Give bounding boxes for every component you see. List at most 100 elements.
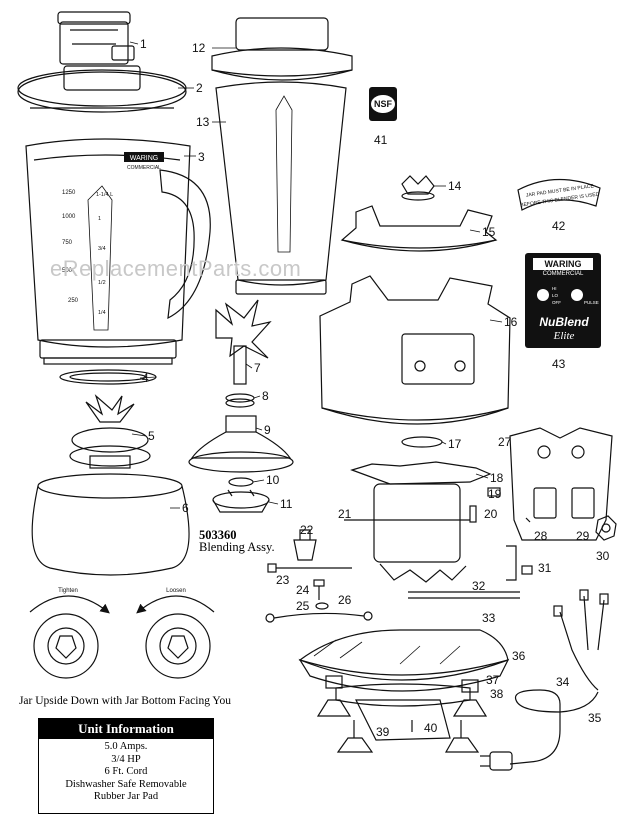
- part-9-bearing-housing: [188, 415, 294, 473]
- jar-markings: WARING COMMERCIAL 1250 1000 750 500 250 …: [62, 152, 164, 316]
- unit-line-dishwasher: Dishwasher Safe Removable: [65, 778, 187, 790]
- part-26-lead-wire: [265, 611, 373, 623]
- grad-l-1: 1-1/4 L: [96, 192, 113, 198]
- part-43-nameplate: WARING COMMERCIAL HI LO OFF PULSE NuBlen…: [525, 253, 601, 348]
- plate-brand-sub: COMMERCIAL: [542, 271, 584, 277]
- grad-ml-3: 750: [62, 240, 73, 246]
- part-labels: 1 2 3 4 5 6 7 8 9 10 11 12 13 14 15 16 1…: [140, 37, 610, 739]
- label-9: 9: [264, 423, 271, 437]
- part-2-lid: [17, 65, 187, 113]
- unit-information-box: Unit Information 5.0 Amps. 3/4 HP 6 Ft. …: [38, 718, 214, 814]
- loosen-label: Loosen: [166, 588, 186, 594]
- plate-brand: WARING: [533, 258, 593, 270]
- direction-words: Tighten Loosen: [58, 588, 186, 594]
- assembly-number: 503360: [199, 528, 237, 542]
- part-24-screw: [313, 579, 325, 600]
- grad-ml-1: 1250: [62, 190, 76, 196]
- loosen-diagram: [136, 595, 215, 679]
- jar-brand: WARING: [130, 155, 159, 162]
- part-22-wire-nut: [293, 529, 317, 561]
- label-3: 3: [198, 150, 205, 164]
- part-13-container: [215, 81, 347, 295]
- tighten-diagram: [29, 595, 110, 679]
- label-15: 15: [482, 225, 496, 239]
- part-10-washer: [228, 477, 254, 487]
- label-38: 38: [490, 687, 504, 701]
- jar-bottom-caption: Jar Upside Down with Jar Bottom Facing Y…: [18, 695, 232, 707]
- part-30-nut: [595, 515, 617, 541]
- part-36-base: [298, 629, 510, 692]
- label-2: 2: [196, 81, 203, 95]
- label-21: 21: [338, 507, 352, 521]
- plate-label-hi: HI: [552, 286, 557, 291]
- label-13: 13: [196, 115, 210, 129]
- part-17-washer: [401, 436, 443, 448]
- part-25-washer: [315, 602, 329, 610]
- part-27-switch-bracket: [509, 427, 613, 541]
- unit-line-amps: 5.0 Amps.: [104, 741, 148, 752]
- label-39: 39: [376, 725, 390, 739]
- plate-button-left-icon: [537, 289, 549, 301]
- nsf-text: NSF: [371, 95, 395, 113]
- grad-l-4: 1/2: [98, 280, 106, 286]
- unit-line-cord: 6 Ft. Cord: [104, 766, 148, 777]
- assembly-label: 503360 Blending Assy.: [199, 528, 275, 554]
- label-22: 22: [300, 523, 314, 537]
- label-23: 23: [276, 573, 290, 587]
- label-7: 7: [254, 361, 261, 375]
- part-23-cable-tie: [267, 563, 352, 573]
- part-34-wire-set: [553, 589, 609, 691]
- label-29: 29: [576, 529, 590, 543]
- part-12-container-lid: [211, 17, 353, 81]
- part-14-coupling: [401, 175, 435, 201]
- label-25: 25: [296, 599, 310, 613]
- unit-line-hp: 3/4 HP: [111, 753, 141, 765]
- part-37-40-feet-plate: [316, 675, 488, 753]
- part-6-jar-pad: [31, 473, 190, 576]
- label-10: 10: [266, 473, 280, 487]
- label-43: 43: [552, 357, 566, 371]
- part-16-motor-housing: [319, 275, 511, 425]
- plate-button-right-icon: [571, 289, 583, 301]
- label-19: 19: [488, 487, 502, 501]
- label-31: 31: [538, 561, 552, 575]
- label-8: 8: [262, 389, 269, 403]
- part-41-nsf-badge: NSF: [369, 87, 397, 121]
- unit-line-pad: Rubber Jar Pad: [93, 791, 159, 802]
- label-28: 28: [534, 529, 548, 543]
- label-11: 11: [280, 497, 293, 511]
- label-41: 41: [374, 133, 388, 147]
- part-15-motor-pad: [340, 205, 498, 252]
- label-26: 26: [338, 593, 352, 607]
- grad-ml-4: 500: [62, 268, 73, 274]
- part-31-jumper-wire: [506, 545, 533, 581]
- notice-text: JAR PAD MUST BE IN PLACE BEFORE THIS BLE…: [520, 183, 600, 208]
- grad-l-2: 1: [98, 216, 101, 222]
- part-18-21-motor: [344, 461, 501, 583]
- label-1: 1: [140, 37, 147, 51]
- unit-information-lines: 5.0 Amps. 3/4 HP 6 Ft. Cord Dishwasher S…: [39, 739, 213, 804]
- label-33: 33: [482, 611, 496, 625]
- label-20: 20: [484, 507, 498, 521]
- part-35-power-cord: [480, 689, 599, 771]
- watermark: eReplacementParts.com: [50, 256, 302, 281]
- label-30: 30: [596, 549, 610, 563]
- plate-label-lo: LO: [552, 293, 559, 298]
- part-42-notice-label: [517, 178, 601, 211]
- grad-l-3: 3/4: [98, 246, 106, 252]
- assembly-name: Blending Assy.: [199, 540, 275, 554]
- plate-label-pulse: PULSE: [584, 300, 599, 305]
- label-40: 40: [424, 721, 438, 735]
- label-36: 36: [512, 649, 526, 663]
- part-8-washer: [225, 393, 255, 408]
- part-1-lid-cap: [57, 11, 135, 65]
- label-24: 24: [296, 583, 310, 597]
- plate-model: NuBlend: [539, 315, 589, 329]
- grad-l-5: 1/4: [98, 310, 106, 316]
- label-32: 32: [472, 579, 486, 593]
- part-3-jar: [25, 138, 211, 365]
- part-32-33-wires: [408, 591, 520, 599]
- plate-label-off: OFF: [552, 300, 561, 305]
- grad-ml-2: 1000: [62, 214, 76, 220]
